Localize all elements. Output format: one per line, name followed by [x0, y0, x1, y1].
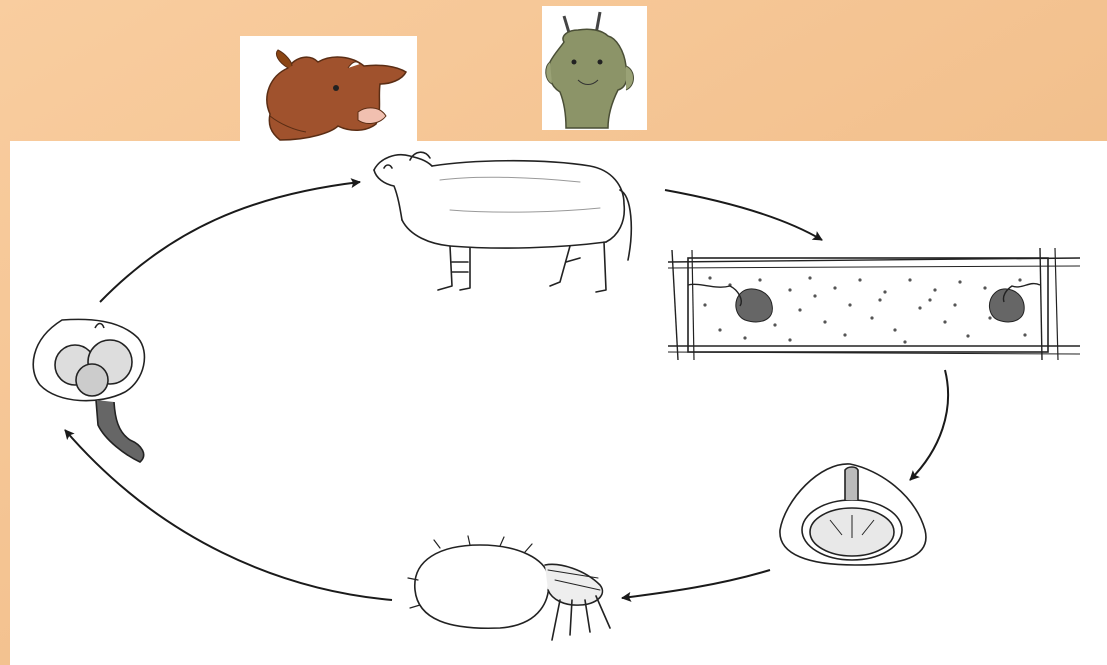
cysticercoid-icon — [33, 319, 144, 462]
goat-head-icon — [542, 6, 647, 130]
sheep-icon — [374, 152, 631, 292]
goat-thumbnail — [542, 6, 647, 130]
egg-with-oncosphere-icon — [780, 464, 926, 565]
arrow-egg-to-mite — [622, 570, 770, 598]
arrow-sheep-to-intestine — [665, 190, 822, 240]
arrow-to-sheep — [100, 182, 360, 302]
diagram-panel — [10, 141, 1107, 665]
cow-head-icon — [240, 36, 417, 142]
life-cycle-diagram — [10, 141, 1107, 665]
cow-thumbnail — [240, 36, 417, 142]
intestine-with-adult-worms-icon — [668, 248, 1080, 360]
arrow-intestine-to-egg — [910, 370, 948, 480]
arrow-mite-to-cysticercoid — [65, 430, 392, 600]
oribatid-mite-icon — [408, 536, 610, 640]
